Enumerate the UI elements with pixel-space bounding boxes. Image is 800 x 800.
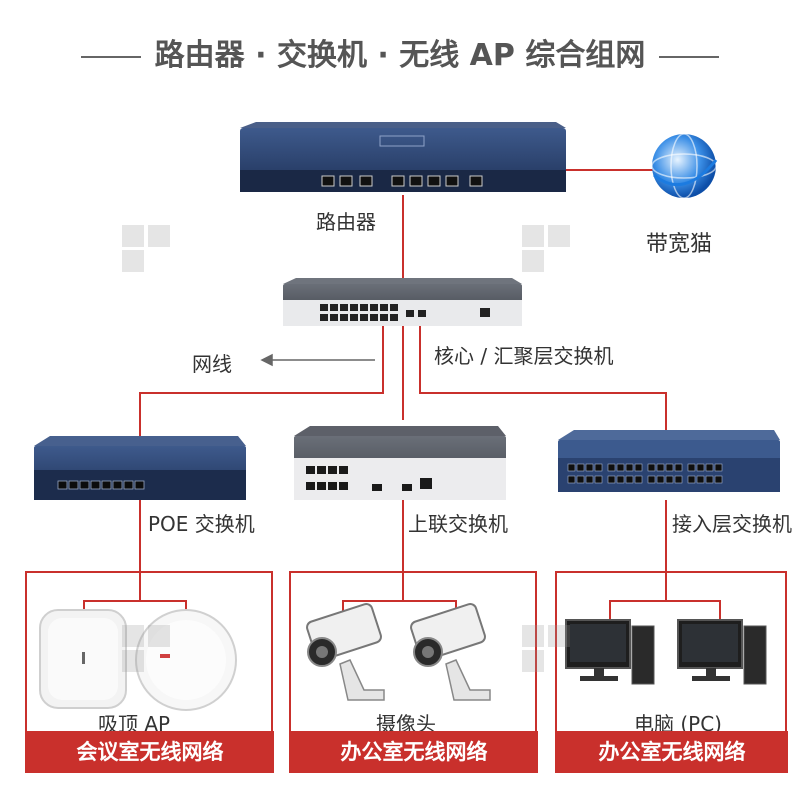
modem-label: 带宽猫 <box>646 232 713 257</box>
camera-icon-2 <box>410 603 491 701</box>
diagram-title: 路由器 · 交换机 · 无线 AP 综合组网 <box>0 30 800 74</box>
modem-globe-icon <box>651 133 718 199</box>
cable-label: 网线 <box>192 352 232 376</box>
uplink-switch-label: 上联交换机 <box>408 512 508 536</box>
core-switch-label: 核心 / 汇聚层交换机 <box>434 344 614 368</box>
access-switch-label: 接入层交换机 <box>672 512 792 536</box>
cable-arrow <box>260 353 375 367</box>
ceiling-ap-round-icon <box>135 609 237 711</box>
camera-icon-1 <box>306 603 385 701</box>
area-banner-office-1: 办公室无线网络 <box>290 731 538 773</box>
pc-icon-1 <box>565 619 655 685</box>
core-switch-icon <box>283 278 522 326</box>
diagram-title-text: 路由器 · 交换机 · 无线 AP 综合组网 <box>154 38 646 73</box>
ceiling-ap-square-icon <box>39 609 127 709</box>
link-pc-2 <box>666 600 721 620</box>
title-left-rule <box>80 55 141 58</box>
pc-icon-2 <box>677 619 767 685</box>
uplink-switch-icon <box>294 426 506 500</box>
watermark-logo-mark <box>122 225 570 672</box>
link-pc-1 <box>609 590 667 620</box>
poe-switch-label: POE 交换机 <box>148 512 255 536</box>
area-banner-office-2: 办公室无线网络 <box>556 731 788 773</box>
area-banner-meeting: 会议室无线网络 <box>26 731 274 773</box>
router-label: 路由器 <box>316 210 376 234</box>
poe-switch-icon <box>34 436 246 500</box>
access-switch-icon <box>558 430 780 492</box>
connection-lines <box>83 169 721 625</box>
router-icon <box>240 122 566 192</box>
link-core-access <box>419 326 667 440</box>
title-right-rule <box>659 55 720 58</box>
link-core-poe <box>139 326 384 440</box>
